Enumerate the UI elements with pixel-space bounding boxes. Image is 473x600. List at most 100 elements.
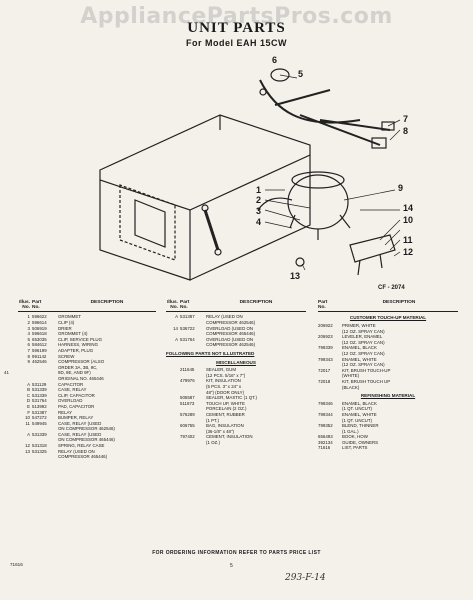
description-cell: OVERLOAD (USED ON COMPRESSOR 465446) (206, 325, 256, 337)
header-illus-no: Illus. No. (167, 300, 178, 311)
callout-7: 7 (403, 114, 409, 124)
watermark: AppliancePartsPros.com (80, 4, 393, 29)
description-cell: KIT, BRUSH TOUCH-UP (WHITE) (342, 367, 391, 379)
description-cell: COMPRESSOR (ALSO ORDER 3A, 3B, 9C, 9D, 9… (58, 359, 105, 381)
callout-3: 3 (256, 206, 262, 216)
illus-no-cell: 5 (27, 336, 30, 342)
description-cell: ENAMEL, WHITE (12 OZ. SPRAY CAN) (342, 356, 385, 368)
header-part-no: Part No. (180, 300, 190, 311)
illus-no-cell (166, 367, 180, 378)
callout-6: 6 (272, 55, 278, 65)
part-no-cell: 513992 (32, 403, 47, 409)
ordering-note: FOR ORDERING INFORMATION REFER TO PARTS … (152, 550, 321, 556)
part-no-cell: 799339 (318, 345, 333, 351)
part-no-cell: 596622 (32, 314, 47, 320)
exploded-diagram: 1 2 3 4 5 6 7 8 9 10 11 12 13 14 (60, 50, 440, 290)
column-header: Illus. No. Part No. DESCRIPTION (166, 300, 306, 313)
description-cell: BAG, INSULATION (36-1/8" x 48") (206, 423, 244, 434)
page-code: 71616 (10, 562, 23, 567)
callout-2: 2 (256, 195, 262, 205)
figure-reference: CF - 2074 (378, 285, 405, 291)
description-cell: HARNESS, WIRING (58, 342, 99, 348)
part-no-cell: 511873 (180, 400, 195, 406)
not-illustrated-heading: FOLLOWING PARTS NOT ILLUSTRATED (166, 350, 255, 356)
callout-13: 13 (290, 271, 301, 281)
illus-no-cell (166, 423, 180, 434)
description-cell: OVERLOAD (58, 398, 83, 404)
part-no-cell: 71616 (318, 445, 331, 451)
part-no-cell: 531764 (32, 398, 47, 404)
callout-9: 9 (398, 183, 404, 193)
column-header: Illus. No. Part No. DESCRIPTION (18, 300, 156, 313)
part-no-cell: 576289 (180, 411, 195, 417)
description-cell: CLIP (4) (58, 320, 75, 325)
illus-no-cell: B (27, 387, 30, 393)
illus-no-cell: C (26, 392, 30, 398)
description-cell: GROMMET (4) (58, 331, 88, 337)
refinishing-heading: REFINISHING MATERIAL (360, 393, 416, 399)
part-no-cell: 596614 (32, 320, 47, 325)
part-no-cell: 462546 (32, 359, 47, 365)
description-cell: PRIMER, WHITE (12 OZ. SPRAY CAN) (342, 323, 385, 334)
description-cell: SEALER, MASTIC (1 QT.) (206, 395, 257, 401)
model-subtitle: For Model EAH 15CW (185, 38, 287, 48)
drier-drawing (203, 209, 220, 251)
part-no-cell: 547272 (32, 415, 47, 421)
description-cell: CLIP, SERVICE PLUG (58, 336, 103, 342)
left-margin-mark: 41 (4, 370, 10, 375)
touchup-heading: CUSTOMER TOUCH-UP MATERIAL (349, 315, 427, 321)
illus-no-cell: A (175, 336, 178, 342)
description-cell: LIST, PARTS (342, 445, 368, 451)
compressor-drawing (287, 174, 349, 230)
description-cell: GUIDE, OWNERS (342, 439, 379, 445)
part-no-cell: 799344 (318, 411, 333, 417)
header-description: DESCRIPTION (382, 300, 416, 305)
part-no-cell: 596618 (32, 331, 47, 337)
page-title: UNIT PARTS (187, 20, 286, 36)
illus-no-cell: 8 (27, 353, 30, 359)
description-cell: SPRING, RELAY CASE (58, 443, 105, 449)
illus-no-cell (166, 401, 180, 412)
description-cell: GROMMET (58, 314, 81, 320)
description-cell: OVERLOAD (USED ON COMPRESSOR 462546) (206, 336, 256, 348)
table-row: 511873 TOUCH UP, WHITE PORCELAIN (2 OZ.) (166, 401, 306, 412)
illus-no-cell: D (26, 398, 30, 404)
header-part-no: Part No. (318, 300, 328, 311)
illus-no-cell: 12 (25, 443, 30, 449)
callout-8: 8 (403, 126, 409, 136)
description-cell: TOUCH UP, WHITE PORCELAIN (2 OZ.) (206, 400, 247, 412)
illus-no-cell: 11 (25, 420, 30, 426)
description-cell: CASE, RELAY (58, 387, 87, 393)
part-no-cell: 656493 (318, 434, 333, 440)
diagram-drawing (99, 68, 401, 281)
description-cell: ENAMEL, WHITE (1 QT. UNCUT) (342, 411, 377, 423)
illus-no-cell: 13 (25, 448, 30, 454)
part-no-cell: 506919 (32, 325, 47, 331)
illus-no-cell (166, 378, 180, 395)
miscellaneous-heading: MISCELLANEOUS (216, 359, 256, 365)
part-no-cell: 799343 (318, 356, 333, 362)
